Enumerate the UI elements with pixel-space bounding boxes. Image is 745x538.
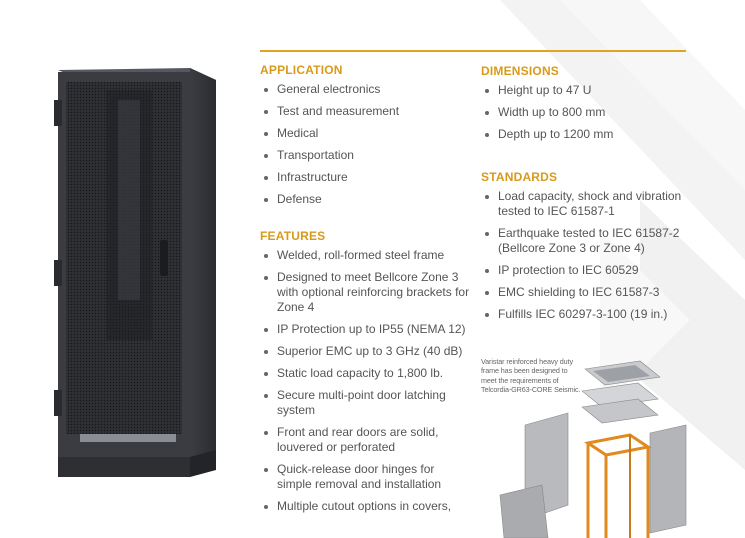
left-column: APPLICATION General electronics Test and… <box>260 62 470 521</box>
application-list: General electronics Test and measurement… <box>260 82 470 207</box>
bullet-icon <box>264 276 268 280</box>
features-list: Welded, roll-formed steel frame Designed… <box>260 248 470 514</box>
list-item: Load capacity, shock and vibration teste… <box>481 189 691 219</box>
list-item: Height up to 47 U <box>481 83 691 98</box>
list-item: Multiple cutout options in covers, <box>260 499 470 514</box>
bullet-icon <box>264 372 268 376</box>
bullet-icon <box>485 291 489 295</box>
list-item: Fulfills IEC 60297-3-100 (19 in.) <box>481 307 691 322</box>
application-heading: APPLICATION <box>260 63 343 77</box>
bullet-icon <box>264 431 268 435</box>
bullet-icon <box>264 176 268 180</box>
standards-list: Load capacity, shock and vibration teste… <box>481 189 691 322</box>
bullet-icon <box>264 468 268 472</box>
bullet-icon <box>264 110 268 114</box>
list-item: Transportation <box>260 148 470 163</box>
bullet-icon <box>485 269 489 273</box>
list-item: Welded, roll-formed steel frame <box>260 248 470 263</box>
illustration-caption: Varistar reinforced heavy duty frame has… <box>481 357 581 395</box>
bullet-icon <box>485 195 489 199</box>
list-item: General electronics <box>260 82 470 97</box>
list-item: Infrastructure <box>260 170 470 185</box>
bullet-icon <box>264 505 268 509</box>
list-item: Secure multi-point door latching system <box>260 388 470 418</box>
list-item: Width up to 800 mm <box>481 105 691 120</box>
bullet-icon <box>264 88 268 92</box>
features-heading: FEATURES <box>260 229 326 243</box>
list-item: EMC shielding to IEC 61587-3 <box>481 285 691 300</box>
bullet-icon <box>485 232 489 236</box>
list-item: Superior EMC up to 3 GHz (40 dB) <box>260 344 470 359</box>
right-column: DIMENSIONS Height up to 47 U Width up to… <box>481 63 691 329</box>
dimensions-list: Height up to 47 U Width up to 800 mm Dep… <box>481 83 691 142</box>
bullet-icon <box>485 133 489 137</box>
list-item: IP protection to IEC 60529 <box>481 263 691 278</box>
list-item: Medical <box>260 126 470 141</box>
list-item: Earthquake tested to IEC 61587-2 (Bellco… <box>481 226 691 256</box>
list-item: Test and measurement <box>260 104 470 119</box>
standards-heading: STANDARDS <box>481 170 558 184</box>
bullet-icon <box>485 313 489 317</box>
list-item: Front and rear doors are solid, louvered… <box>260 425 470 455</box>
bullet-icon <box>485 89 489 93</box>
bullet-icon <box>485 111 489 115</box>
list-item: Static load capacity to 1,800 lb. <box>260 366 470 381</box>
bullet-icon <box>264 350 268 354</box>
server-cabinet-image <box>54 68 216 477</box>
list-item: Designed to meet Bellcore Zone 3 with op… <box>260 270 470 315</box>
list-item: Depth up to 1200 mm <box>481 127 691 142</box>
list-item: Quick-release door hinges for simple rem… <box>260 462 470 492</box>
bullet-icon <box>264 394 268 398</box>
bullet-icon <box>264 254 268 258</box>
list-item: IP Protection up to IP55 (NEMA 12) <box>260 322 470 337</box>
list-item: Defense <box>260 192 470 207</box>
bullet-icon <box>264 198 268 202</box>
bullet-icon <box>264 132 268 136</box>
gold-divider-rule <box>260 50 686 52</box>
dimensions-heading: DIMENSIONS <box>481 64 560 78</box>
bullet-icon <box>264 328 268 332</box>
bullet-icon <box>264 154 268 158</box>
exploded-frame-illustration <box>499 360 687 538</box>
